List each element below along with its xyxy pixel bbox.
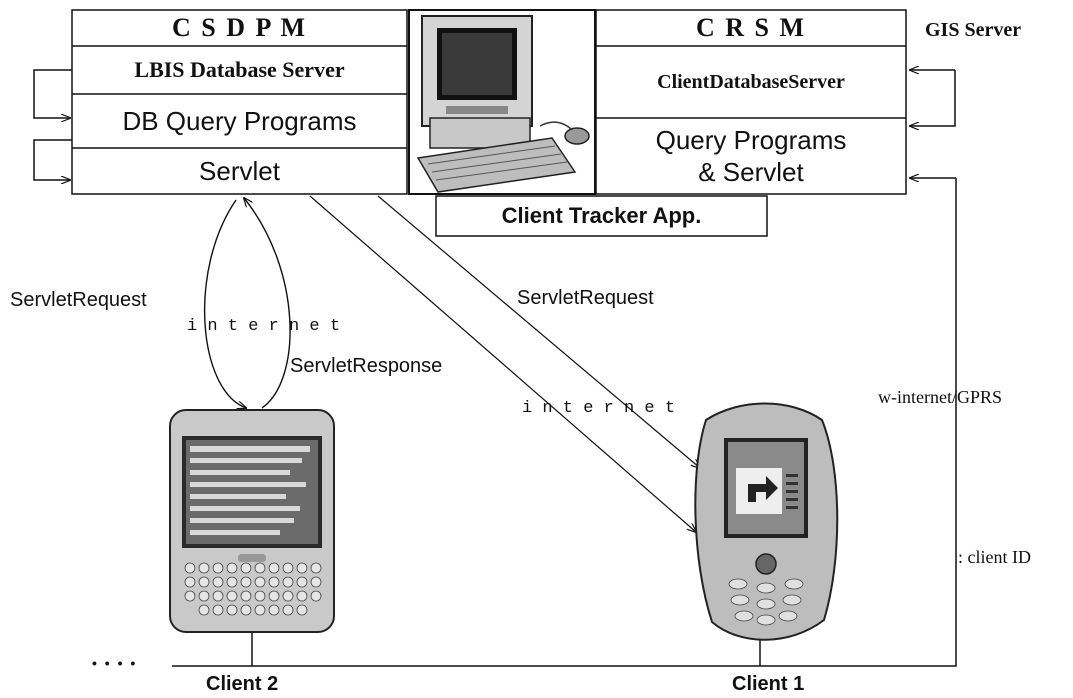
client-id-label: : client ID <box>958 547 1031 567</box>
right-servlet-request-label: ServletRequest <box>517 287 654 309</box>
left-server-row-query: DB Query Programs <box>122 105 357 136</box>
right-server-row-database: ClientDatabaseServer <box>657 70 845 93</box>
client2-label: Client 2 <box>206 673 279 695</box>
gis-server-label: GIS Server <box>925 19 1022 41</box>
client2-internet-link <box>203 198 291 408</box>
mobile-phone-icon <box>694 402 839 641</box>
client1-internet-links <box>309 195 700 532</box>
right-loop-arrows <box>172 70 957 667</box>
continuation-dots: • • • • <box>92 655 138 671</box>
right-internet-label: i n t e r n e t <box>522 399 676 418</box>
left-internet-label: i n t e r n e t <box>187 317 341 336</box>
client-tracker-label: Client Tracker App. <box>501 203 702 228</box>
servlet-response-label: ServletResponse <box>290 355 443 377</box>
gprs-label: w-internet/GPRS <box>878 387 1002 407</box>
tracker-box <box>435 195 768 237</box>
left-server-box <box>71 9 408 195</box>
right-server-title: C R S M <box>695 13 807 42</box>
client-base-lines <box>251 632 761 666</box>
left-loop-arrows <box>33 69 72 180</box>
right-server-box <box>595 9 907 195</box>
left-server-row-servlet: Servlet <box>199 155 280 186</box>
left-servlet-request-label: ServletRequest <box>10 289 147 311</box>
left-server-title: C S D P M <box>172 13 307 42</box>
right-server-row-query: Query Programs & Servlet <box>655 124 847 188</box>
pda-device-icon <box>169 409 335 633</box>
computer-icon <box>408 9 596 195</box>
client1-label: Client 1 <box>732 673 805 695</box>
left-server-row-database: LBIS Database Server <box>134 57 345 82</box>
